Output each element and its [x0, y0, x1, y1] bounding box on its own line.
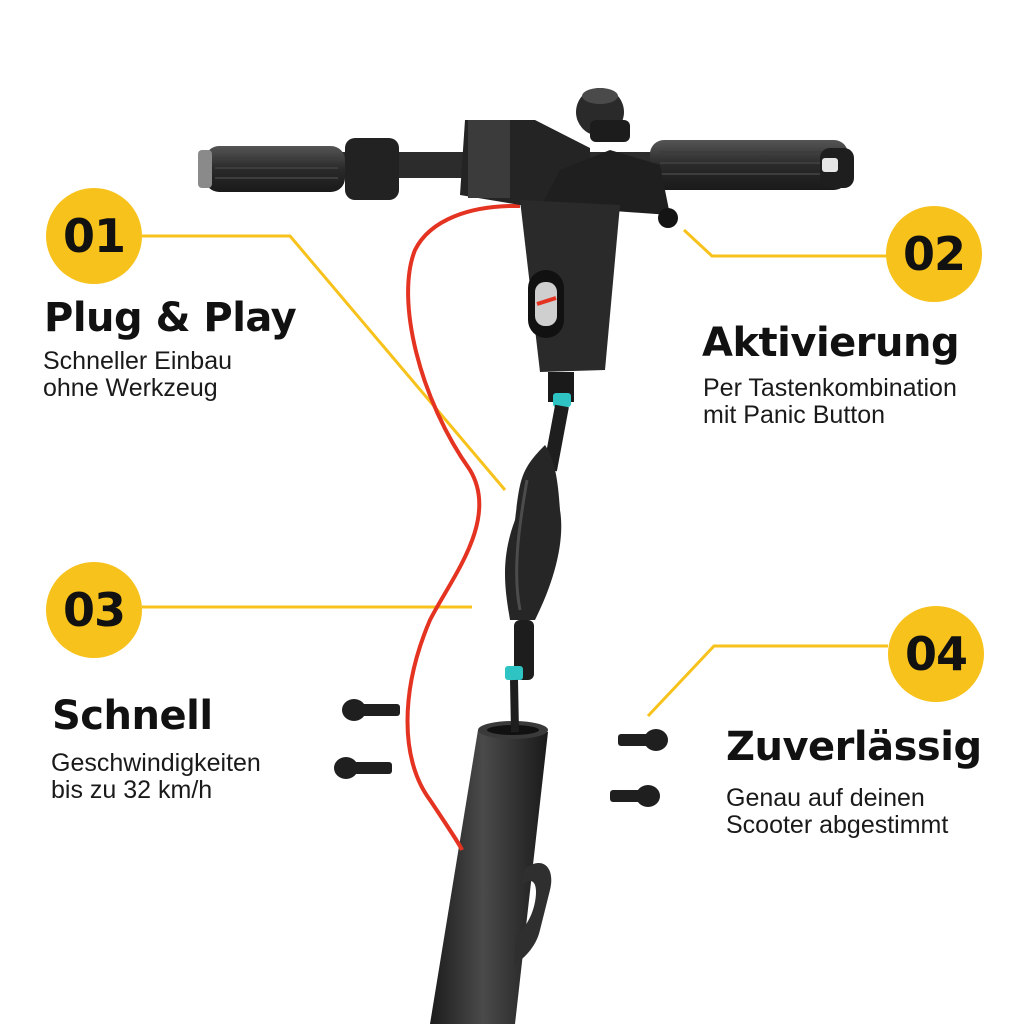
- feature-description-line: bis zu 32 km/h: [51, 776, 213, 804]
- screws: [334, 699, 668, 807]
- control-cable: [505, 393, 571, 733]
- leader-line-04: [646, 644, 888, 718]
- feature-description-01: Schneller Einbau ohne Werkzeug: [43, 348, 232, 402]
- feature-description-03: Geschwindigkeiten bis zu 32 km/h: [51, 750, 261, 804]
- feature-number-badge-04: 04: [888, 606, 984, 702]
- feature-description-line: Per Tastenkombination: [703, 374, 957, 402]
- feature-description-04: Genau auf deinen Scooter abgestimmt: [726, 785, 948, 839]
- controller-module: [520, 200, 620, 402]
- feature-title-schnell: Schnell: [52, 693, 213, 739]
- leader-line-02: [682, 228, 888, 258]
- scooter-stem: [430, 721, 552, 1024]
- feature-title-zuverlaessig: Zuverlässig: [726, 724, 982, 770]
- feature-description-line: ohne Werkzeug: [43, 374, 218, 402]
- feature-description-line: mit Panic Button: [703, 401, 886, 429]
- feature-title-aktivierung: Aktivierung: [702, 320, 960, 366]
- feature-number-badge-02: 02: [886, 206, 982, 302]
- screw-icon: [342, 699, 400, 721]
- feature-number-badge-03: 03: [46, 562, 142, 658]
- feature-number-badge-01: 01: [46, 188, 142, 284]
- red-cable: [405, 203, 521, 851]
- feature-description-line: Geschwindigkeiten: [51, 749, 261, 777]
- screw-icon: [610, 785, 660, 807]
- feature-description-line: Scooter abgestimmt: [726, 811, 949, 839]
- feature-description-line: Schneller Einbau: [43, 347, 233, 375]
- feature-description-02: Per Tastenkombination mit Panic Button: [703, 375, 957, 429]
- screw-icon: [334, 757, 392, 779]
- feature-title-plug-and-play: Plug & Play: [44, 295, 297, 341]
- handlebar: [198, 88, 854, 228]
- screw-icon: [618, 729, 668, 751]
- feature-description-line: Genau auf deinen: [726, 784, 925, 812]
